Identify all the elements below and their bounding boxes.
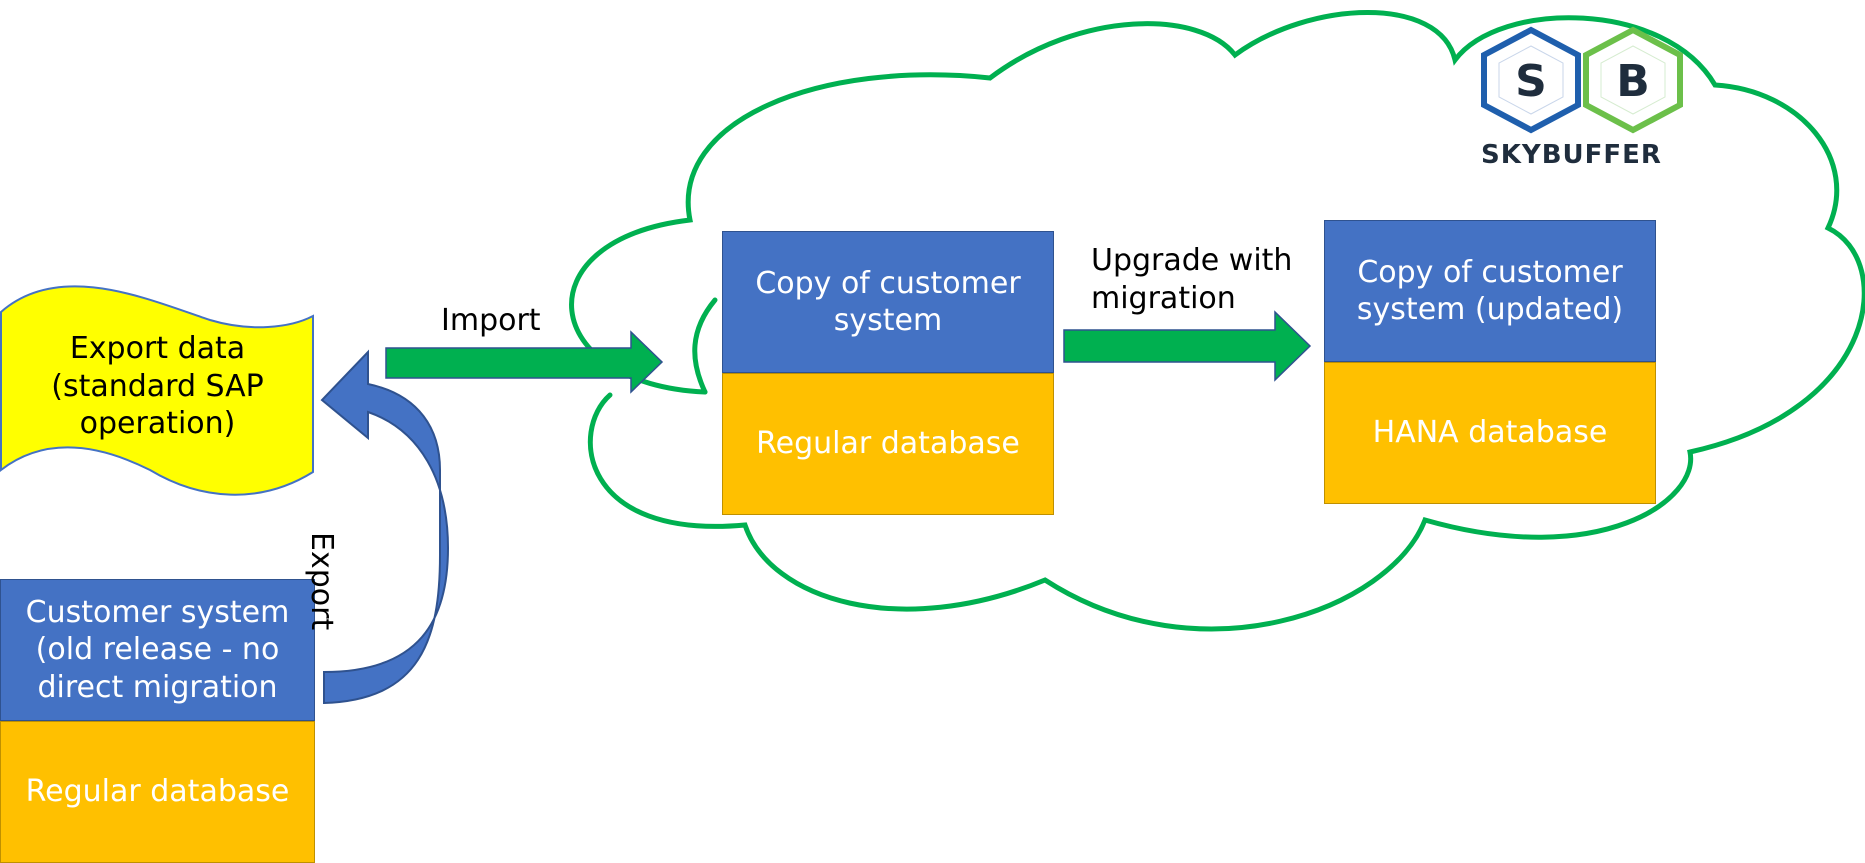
upgrade-label: Upgrade with migration [1091, 243, 1293, 316]
regular-database-box-left: Regular database [0, 721, 315, 863]
skybuffer-logo-mark: S B [1481, 26, 1683, 134]
logo-hexagon-s [1481, 26, 1581, 134]
import-arrow [385, 330, 664, 394]
regular-database-label-cloud: Regular database [756, 426, 1020, 462]
copy-customer-system-updated-box: Copy of customer system (updated) [1324, 220, 1656, 362]
copy-customer-system-box: Copy of customer system [722, 231, 1054, 373]
export-data-flag [0, 285, 314, 496]
regular-database-box-cloud: Regular database [722, 373, 1054, 515]
copy-customer-system-updated-label: Copy of customer system (updated) [1356, 254, 1624, 328]
customer-system-box: Customer system (old release - no direct… [0, 579, 315, 721]
logo-letter-s: S [1515, 56, 1547, 107]
logo-letter-b: B [1616, 56, 1650, 107]
export-label: Export [304, 532, 339, 631]
hana-database-label: HANA database [1372, 415, 1608, 451]
skybuffer-wordmark: SKYBUFFER [1481, 140, 1662, 170]
cloud-shape [569, 10, 1865, 632]
upgrade-arrow [1063, 310, 1312, 382]
export-data-label: Export data (standard SAP operation) [51, 331, 264, 441]
regular-database-label-left: Regular database [25, 774, 290, 810]
customer-system-label: Customer system (old release - no direct… [25, 594, 290, 705]
export-arrow [320, 349, 450, 705]
copy-customer-system-label: Copy of customer system [755, 265, 1021, 339]
hana-database-box: HANA database [1324, 362, 1656, 504]
import-label: Import [441, 303, 541, 338]
logo-hexagon-b [1583, 26, 1683, 134]
